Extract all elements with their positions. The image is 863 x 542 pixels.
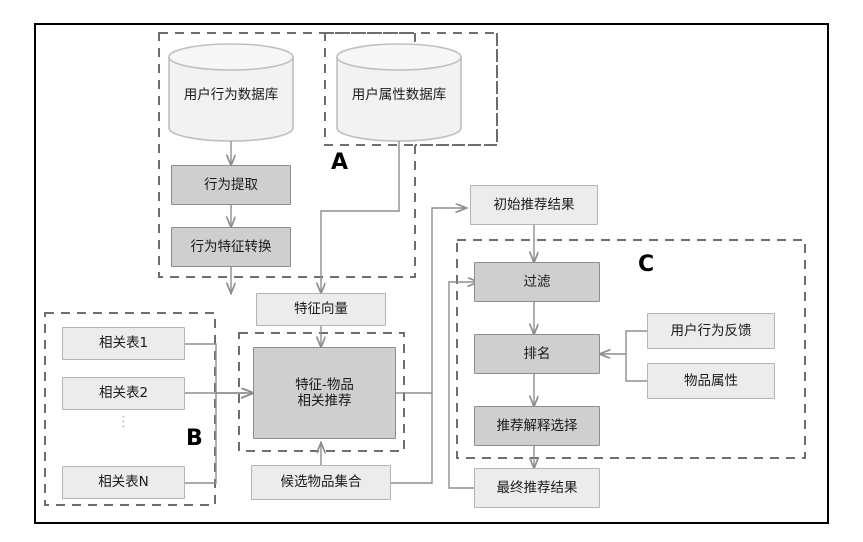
node-candidate-item-set[interactable]: 候选物品集合 [251, 465, 391, 500]
group-label-b: B [186, 426, 203, 451]
related-table-ellipsis: ⋮ [116, 414, 131, 430]
node-final-rec-result[interactable]: 最终推荐结果 [474, 468, 600, 508]
node-related-table-2[interactable]: 相关表2 [62, 377, 185, 410]
node-related-table-n[interactable]: 相关表N [62, 466, 185, 499]
node-user-attr-db-label: 用户属性数据库 [351, 87, 447, 103]
node-related-table-1[interactable]: 相关表1 [62, 327, 185, 360]
node-rec-explain-select[interactable]: 推荐解释选择 [474, 406, 600, 446]
node-user-behavior-feedback[interactable]: 用户行为反馈 [647, 313, 775, 349]
node-rank[interactable]: 排名 [474, 334, 600, 374]
node-initial-rec-result[interactable]: 初始推荐结果 [470, 185, 598, 225]
node-behavior-feature-transform[interactable]: 行为特征转换 [171, 227, 291, 267]
node-feature-item-rec[interactable]: 特征-物品 相关推荐 [253, 347, 396, 439]
node-filter[interactable]: 过滤 [474, 262, 600, 302]
node-user-behavior-db-label: 用户行为数据库 [183, 87, 279, 103]
node-behavior-extract[interactable]: 行为提取 [171, 165, 291, 205]
node-item-attribute[interactable]: 物品属性 [647, 363, 775, 399]
node-feature-item-rec-line2: 相关推荐 [297, 393, 352, 409]
group-label-a: A [331, 150, 349, 175]
node-feature-item-rec-line1: 特征-物品 [295, 376, 354, 393]
node-feature-vector[interactable]: 特征向量 [256, 293, 386, 326]
group-label-c: C [638, 252, 655, 277]
